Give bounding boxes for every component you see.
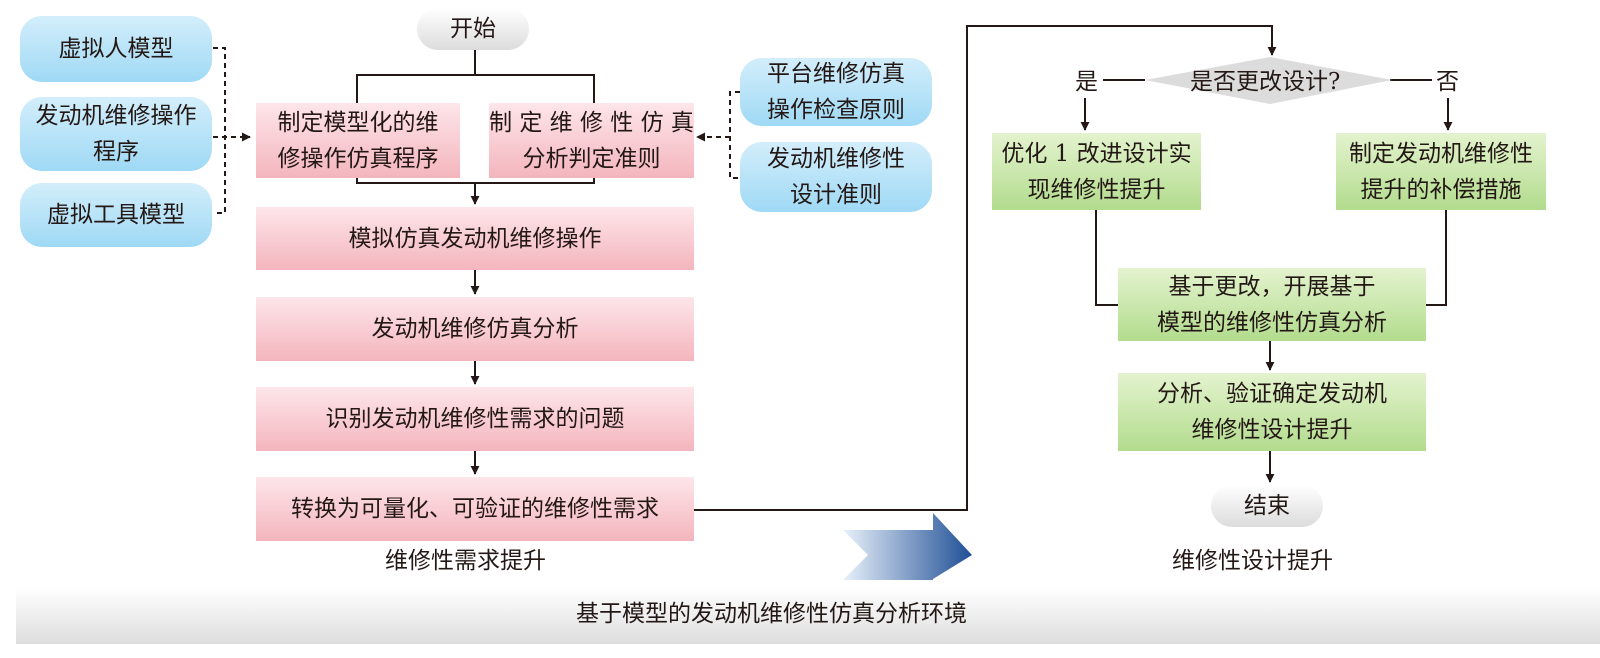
- right-flow-lines: [1080, 79, 1453, 483]
- define-procedure-label: 制定模型化的维 修操作仿真程序: [277, 109, 439, 172]
- convert-label: 转换为可量化、可验证的维修性需求: [291, 496, 659, 522]
- procedure-label: 发动机维修操作 程序: [35, 103, 197, 165]
- left-input-connectors: [213, 47, 251, 214]
- left-caption: 维修性需求提升: [385, 548, 546, 574]
- identify-label: 识别发动机维修性需求的问题: [325, 406, 625, 432]
- tool-model-label: 虚拟工具模型: [47, 202, 185, 228]
- define-criteria-label: 制 定 维 修 性 仿 真 分析判定准则: [489, 109, 694, 172]
- end-label: 结束: [1244, 493, 1290, 519]
- reanalysis-box: 基于更改，开展基于 模型的维修性仿真分析: [1118, 268, 1426, 341]
- right-caption: 维修性设计提升: [1172, 548, 1333, 574]
- no-label: 否: [1436, 69, 1459, 95]
- decision-diamond: [1145, 57, 1392, 104]
- tool-model-box: 虚拟工具模型: [20, 183, 212, 247]
- optimize-box: 优化 1 改进设计实 现维修性提升: [992, 133, 1201, 210]
- compensate-box: 制定发动机维修性 提升的补偿措施: [1336, 133, 1546, 210]
- end-node: 结束: [1211, 485, 1323, 527]
- decision-label: 是否更改设计?: [1190, 69, 1341, 95]
- human-model-box: 虚拟人模型: [20, 16, 212, 82]
- verify-label: 分析、验证确定发动机 维修性设计提升: [1157, 381, 1387, 443]
- start-label: 开始: [450, 16, 496, 42]
- simulate-label: 模拟仿真发动机维修操作: [348, 225, 602, 252]
- transition-arrow: [843, 513, 972, 580]
- optimize-label: 优化 1 改进设计实 现维修性提升: [1001, 140, 1192, 203]
- procedure-box: 发动机维修操作 程序: [20, 97, 212, 171]
- analysis-label: 发动机维修仿真分析: [371, 316, 579, 342]
- right-input-connectors: [696, 91, 740, 179]
- design-criteria-box: 发动机维修性 设计准则: [740, 142, 932, 212]
- define-procedure-box: 制定模型化的维 修操作仿真程序: [256, 103, 460, 178]
- simulate-box: 模拟仿真发动机维修操作: [256, 207, 694, 270]
- platform-principle-label: 平台维修仿真 操作检查原则: [767, 61, 905, 123]
- convert-box: 转换为可量化、可验证的维修性需求: [256, 477, 694, 541]
- verify-box: 分析、验证确定发动机 维修性设计提升: [1118, 373, 1426, 451]
- reanalysis-label: 基于更改，开展基于 模型的维修性仿真分析: [1157, 273, 1387, 336]
- compensate-label: 制定发动机维修性 提升的补偿措施: [1349, 140, 1533, 203]
- human-model-label: 虚拟人模型: [58, 36, 174, 62]
- analysis-box: 发动机维修仿真分析: [256, 297, 694, 361]
- identify-box: 识别发动机维修性需求的问题: [256, 387, 694, 451]
- platform-principle-box: 平台维修仿真 操作检查原则: [740, 58, 932, 126]
- define-criteria-box: 制 定 维 修 性 仿 真 分析判定准则: [489, 103, 694, 178]
- left-flow-lines: [356, 25, 1277, 511]
- start-node: 开始: [417, 8, 529, 50]
- design-criteria-label: 发动机维修性 设计准则: [767, 146, 905, 208]
- yes-label: 是: [1075, 69, 1098, 95]
- environment-band: [16, 586, 1600, 644]
- environment-label: 基于模型的发动机维修性仿真分析环境: [576, 601, 967, 627]
